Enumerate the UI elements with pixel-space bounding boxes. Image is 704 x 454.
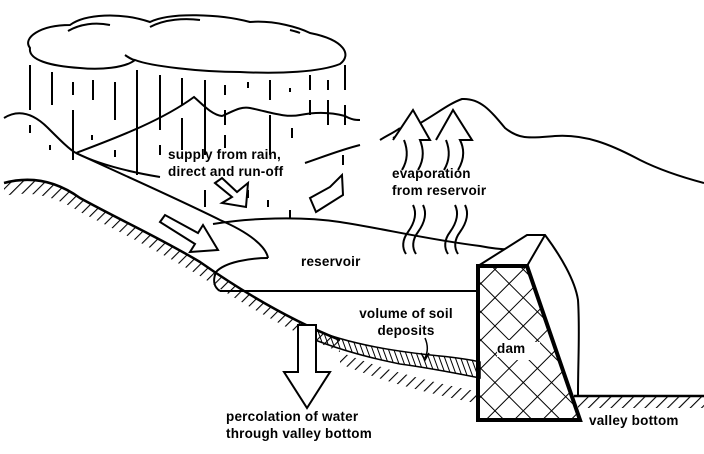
- reservoir-label: reservoir: [301, 254, 361, 269]
- rain-cloud: [27, 14, 347, 74]
- soil-deposits-label: volume of soil deposits: [350, 305, 462, 339]
- percolation-arrow: [282, 324, 332, 410]
- evaporation-arrows: [392, 108, 474, 255]
- soil-deposits-label-line-2: deposits: [377, 323, 435, 338]
- supply-label-line-1: supply from rain,: [168, 147, 281, 162]
- percolation-label: percolation of water through valley bott…: [226, 408, 372, 442]
- valley-bottom-label: valley bottom: [589, 413, 679, 428]
- soil-deposit-layer: [309, 326, 481, 404]
- valley-slope-ground: [3, 152, 341, 352]
- dam-label: dam: [497, 340, 526, 357]
- reservoir-surface: [212, 217, 526, 292]
- rain-streaks: [29, 65, 346, 218]
- supply-label-line-2: direct and run-off: [168, 164, 284, 179]
- evaporation-label: evaporation from reservoir: [392, 165, 486, 199]
- valley-bottom-ground: [574, 394, 704, 408]
- supply-label: supply from rain, direct and run-off: [168, 146, 283, 180]
- evaporation-label-line-1: evaporation: [392, 166, 471, 181]
- percolation-label-line-1: percolation of water: [226, 409, 359, 424]
- dam-structure: [476, 234, 583, 422]
- run-off-arrows: [158, 172, 345, 254]
- percolation-label-line-2: through valley bottom: [226, 426, 372, 441]
- evaporation-label-line-2: from reservoir: [392, 183, 487, 198]
- soil-deposits-label-line-1: volume of soil: [359, 306, 453, 321]
- right-mountain: [379, 97, 704, 184]
